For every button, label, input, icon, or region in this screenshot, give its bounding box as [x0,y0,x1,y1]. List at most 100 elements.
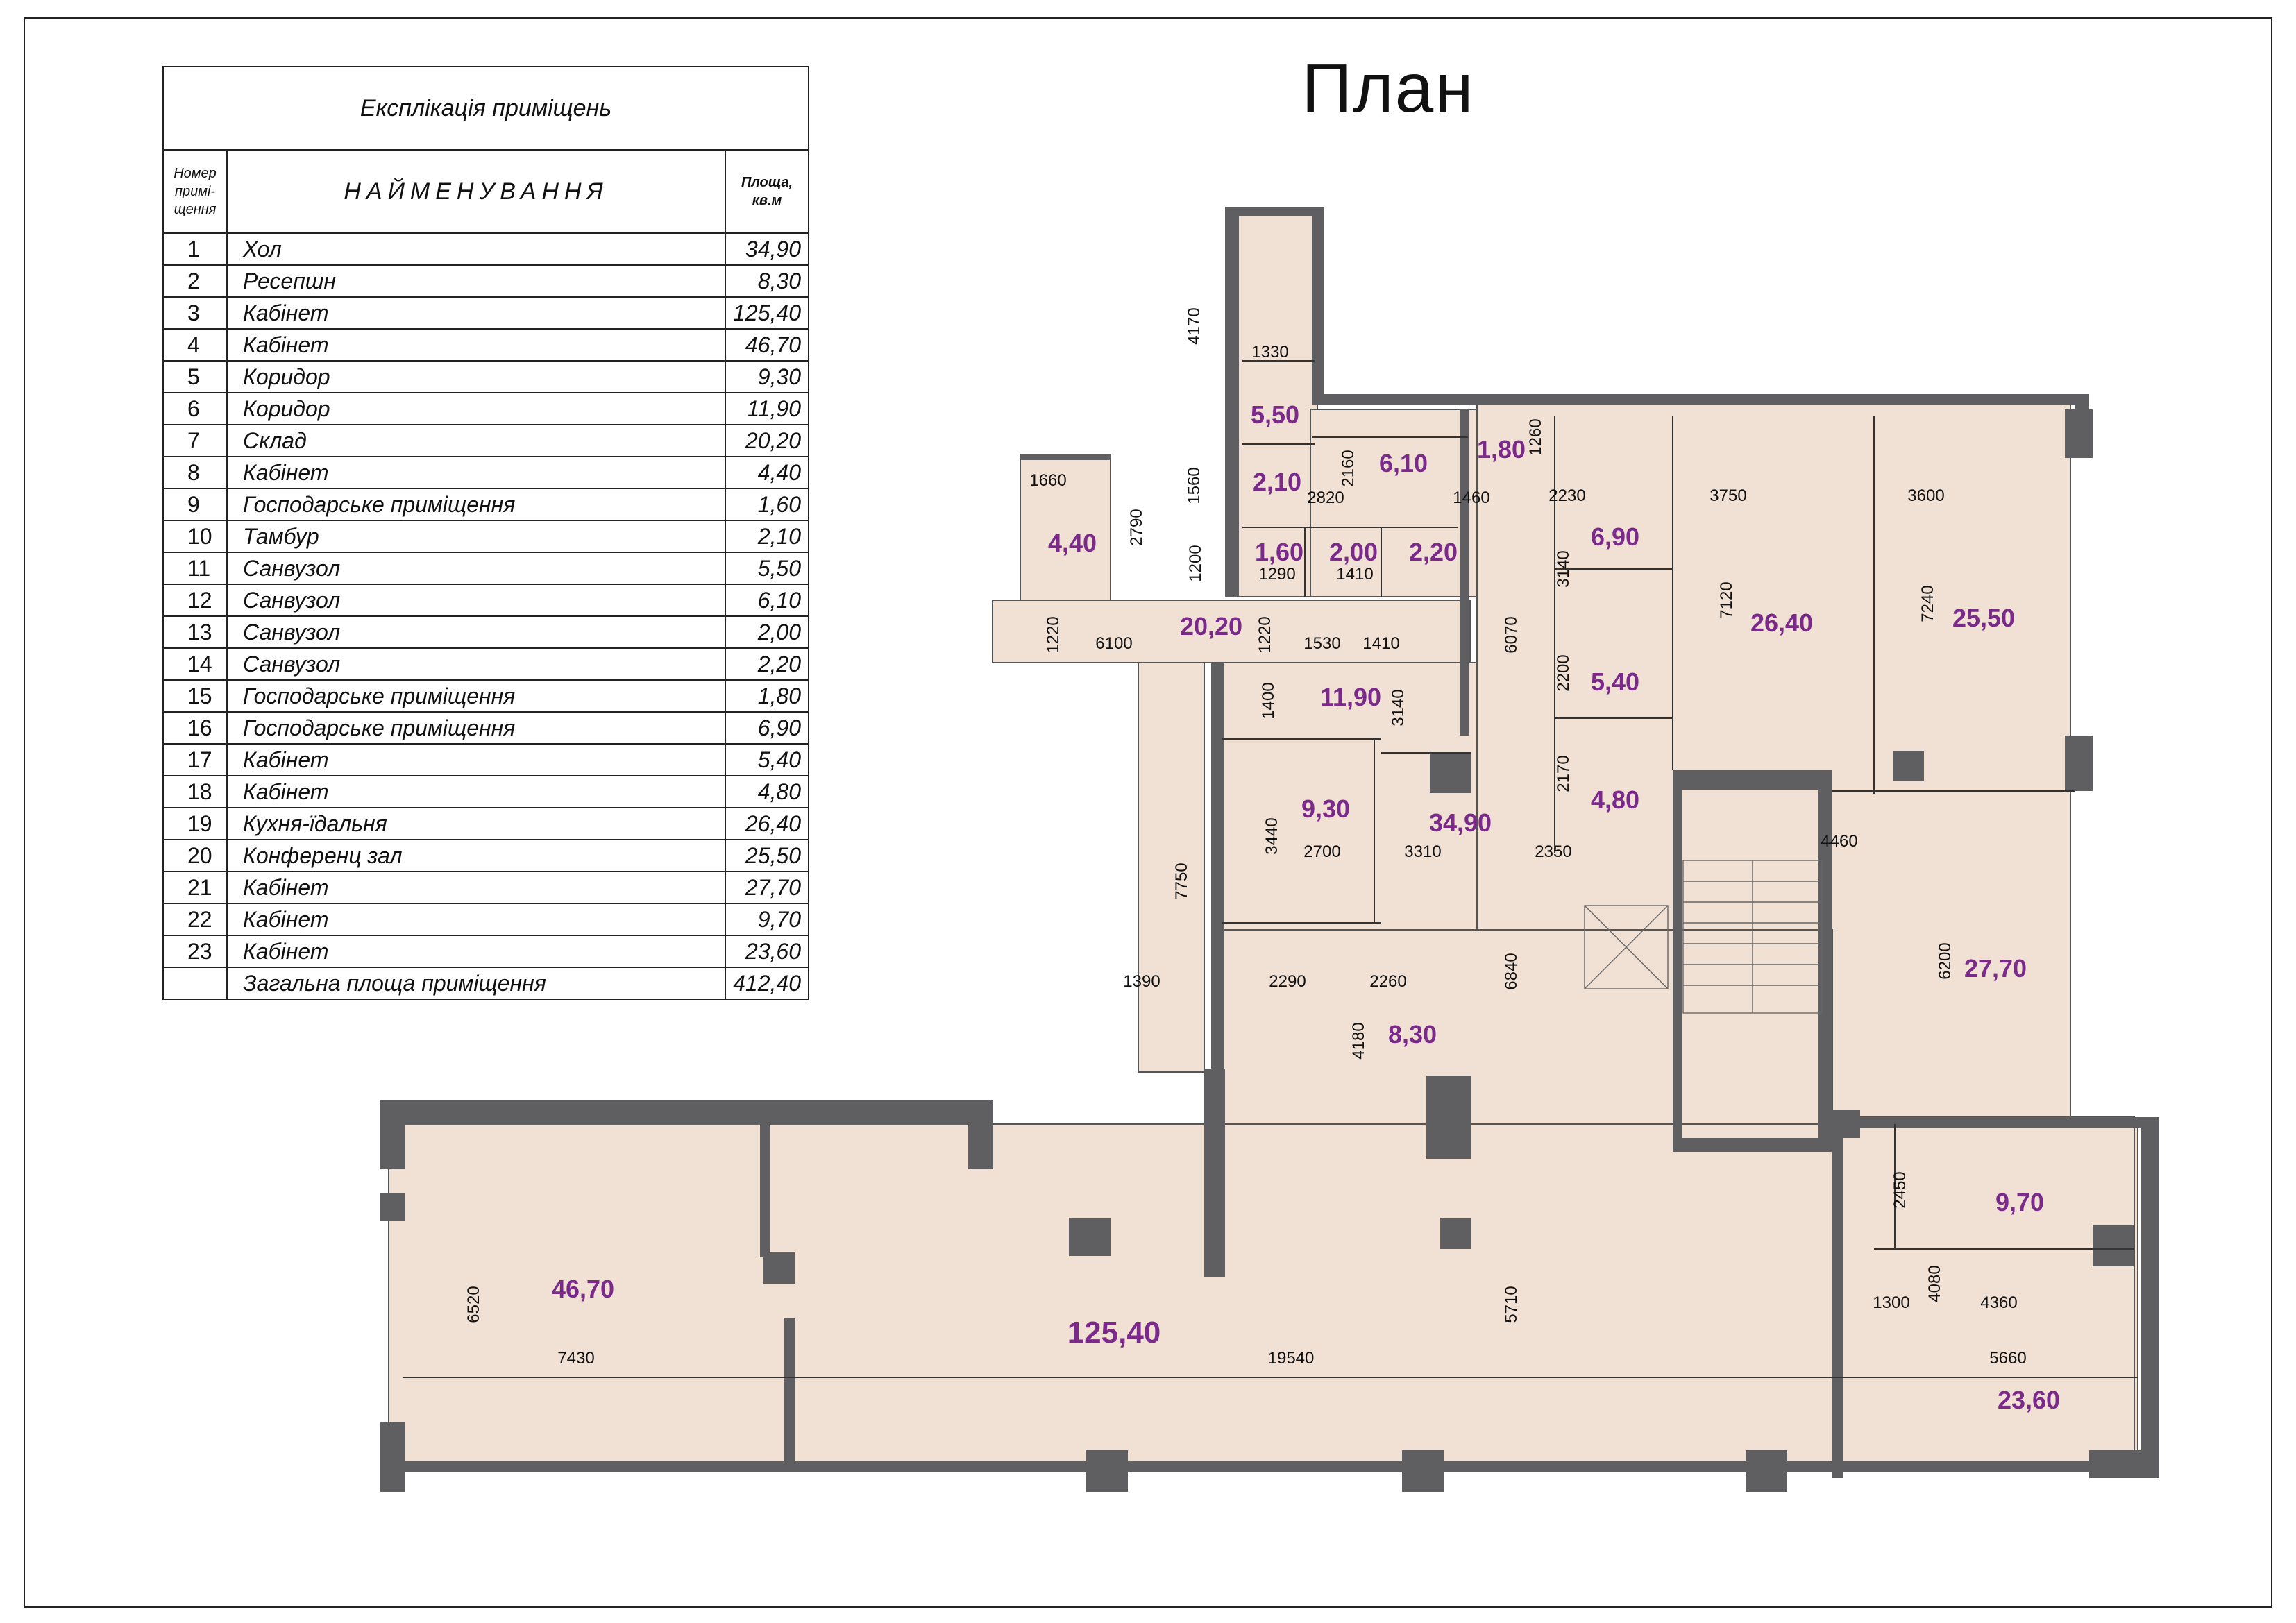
wall [1225,207,1324,216]
dimension-label: 4170 [1185,307,1204,344]
wall [1204,1069,1225,1277]
room-area-label: 2,20 [1409,538,1458,566]
room-area-label: 5,50 [1251,400,1299,429]
room-area-label: 27,70 [1964,954,2027,983]
room-area: 2,00 [725,615,809,649]
dimension-label: 1530 [1303,634,1340,653]
dimension-label: 1260 [1526,418,1545,455]
floor-fill [388,207,2138,1472]
room-area: 1,80 [725,679,809,713]
room-area: 9,30 [725,360,809,393]
dimension-label: 7750 [1172,863,1191,899]
column [1426,1076,1471,1159]
room-area-label: 9,70 [1995,1188,2044,1216]
dimension-label: 1460 [1453,488,1489,507]
wall [1312,208,1324,396]
room-name: Кабінет [226,935,727,968]
room-area: 6,90 [725,711,809,745]
dimension-label: 1290 [1258,565,1295,584]
room-area: 2,10 [725,520,809,553]
room-number: 23 [162,935,228,968]
dimension-label: 7120 [1717,581,1736,618]
walls [380,207,2159,1492]
dimension-label: 7430 [557,1349,594,1368]
room-number: 5 [162,360,228,393]
room-name: Коридор [226,360,727,393]
room-area-label: 1,60 [1255,538,1303,566]
room-name: Кабінет [226,903,727,936]
column [2065,736,2093,791]
room-number: 11 [162,552,228,585]
dimension-label: 4180 [1349,1022,1368,1059]
room-area: 6,10 [725,584,809,617]
room-number: 1 [162,232,228,266]
column [1746,1450,1787,1492]
dimension-label: 1220 [1256,616,1274,653]
room-area-label: 8,30 [1388,1020,1437,1048]
dimension-label: 2260 [1369,972,1406,991]
dimension-label: 2160 [1339,450,1358,486]
dimension-label: 3140 [1389,689,1408,726]
dimension-label: 6070 [1502,616,1521,653]
room-area: 125,40 [725,296,809,330]
column [380,1422,405,1492]
column [1893,751,1924,781]
room-area-label: 34,90 [1429,808,1492,837]
room-number: 13 [162,615,228,649]
room-area-label: 6,90 [1591,522,1639,551]
lift-shaft [1584,905,1669,989]
column [2065,409,2093,458]
column [2093,1225,2134,1266]
dimension-label: 1400 [1259,682,1278,719]
room-area-label: 26,40 [1750,609,1813,637]
wc-block-floor [1233,207,1318,597]
column [2089,1450,2159,1478]
room-area: 4,40 [725,456,809,489]
room-area: 23,60 [725,935,809,968]
total-label: Загальна площа приміщення [226,967,727,1000]
room-number: 15 [162,679,228,713]
dimension-label: 2230 [1548,486,1585,505]
room-name: Ресепшн [226,264,727,298]
room-number: 4 [162,328,228,362]
room-area: 27,70 [725,871,809,904]
wall [784,1318,795,1471]
wall [1832,1117,2159,1128]
room-area-label: 5,40 [1591,668,1639,696]
dimension-label: 4460 [1821,832,1857,851]
room-name: Коридор [226,392,727,425]
room-number: 17 [162,743,228,776]
room-area-label: 2,10 [1253,468,1301,496]
column [1440,1218,1471,1249]
sheet-frame [24,17,2272,1608]
dimension-label: 4080 [1925,1265,1944,1302]
room-name: Кабінет [226,871,727,904]
room-number: 19 [162,807,228,840]
room-20-20-floor [992,600,1471,663]
dimension-label: 1410 [1336,565,1373,584]
column [1430,753,1471,793]
wall [1225,208,1239,597]
dimension-label: 2350 [1535,842,1571,861]
room-name: Кабінет [226,296,727,330]
room-name: Хол [226,232,727,266]
dimension-label: 3440 [1263,817,1281,854]
dimension-label: 6100 [1095,634,1132,653]
stairwell-wall [1673,770,1832,790]
room-name: Санвузол [226,647,727,681]
south-wall [380,1100,991,1125]
